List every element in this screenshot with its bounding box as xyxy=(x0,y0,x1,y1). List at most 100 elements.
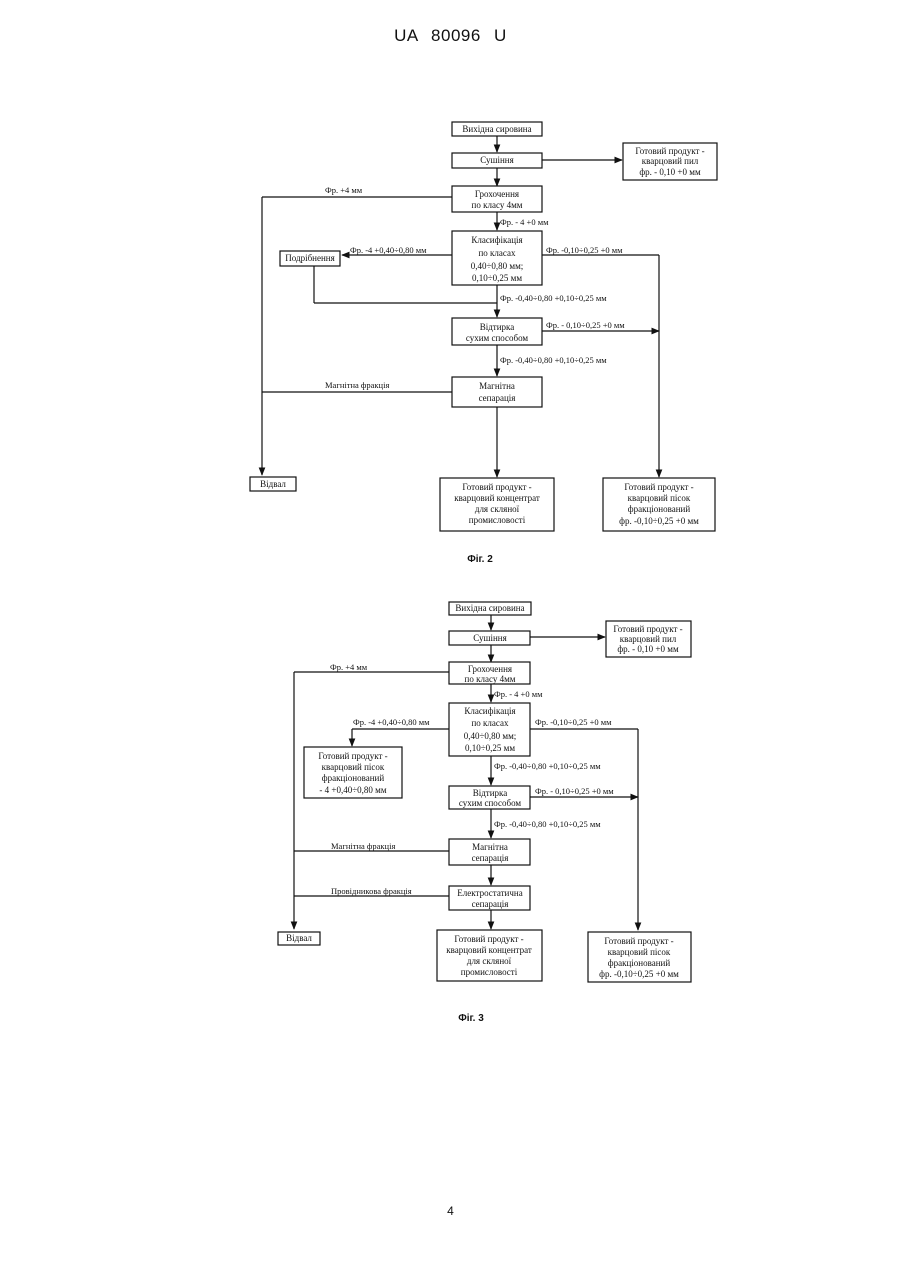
node-dust-line-1: Готовий продукт - xyxy=(635,146,704,156)
f3-node-classification-line-1: Класифікація xyxy=(464,706,515,716)
node-classification: Класифікація по класах 0,40÷0,80 мм; 0,1… xyxy=(452,231,542,285)
f3-node-electrostatic-separation: Електростатична сепарація xyxy=(449,886,530,910)
f3-label-mid-1: Фр. -0,40÷0,80 +0,10÷0,25 мм xyxy=(494,761,601,771)
f3-label-coarse: Фр. -4 +0,40÷0,80 мм xyxy=(353,717,430,727)
f3-label-mid-2: Фр. -0,40÷0,80 +0,10÷0,25 мм xyxy=(494,819,601,829)
f3-node-classification: Класифікація по класах 0,40÷0,80 мм; 0,1… xyxy=(449,703,530,756)
f3-label-fine-2: Фр. - 0,10÷0,25 +0 мм xyxy=(535,786,614,796)
f3-node-dust-line-2: кварцовий пил xyxy=(620,634,677,644)
node-raw-material: Вихідна сировина xyxy=(452,122,542,136)
node-screening-line-2: по класу 4мм xyxy=(472,200,523,210)
f3-node-coarse-line-4: - 4 +0,40÷0,80 мм xyxy=(319,785,386,795)
label-fine-2: Фр. - 0,10÷0,25 +0 мм xyxy=(546,320,625,330)
node-drying: Сушіння xyxy=(452,153,542,168)
node-drying-label: Сушіння xyxy=(480,155,513,165)
f3-node-sand-line-3: фракціонований xyxy=(608,958,671,968)
f3-node-scrubbing-line-1: Відтирка xyxy=(473,788,508,798)
f3-node-screening-line-1: Грохочення xyxy=(468,664,512,674)
node-classification-line-2: по класах xyxy=(478,248,516,258)
f3-node-concentrate-line-1: Готовий продукт - xyxy=(454,934,523,944)
f3-node-dump: Відвал xyxy=(278,932,320,945)
f3-node-coarse-sand-product: Готовий продукт - кварцовий пісок фракці… xyxy=(304,747,402,798)
node-sand-line-1: Готовий продукт - xyxy=(624,482,693,492)
node-concentrate-line-1: Готовий продукт - xyxy=(462,482,531,492)
f3-node-screening-line-2: по класу 4мм xyxy=(465,674,516,684)
page-number: 4 xyxy=(0,1204,901,1218)
f3-node-dust-line-3: фр. - 0,10 +0 мм xyxy=(617,644,679,654)
label-plus4: Фр. +4 мм xyxy=(325,185,363,195)
f3-node-raw-label: Вихідна сировина xyxy=(455,603,524,613)
node-screening: Грохочення по класу 4мм xyxy=(452,186,542,212)
f3-label-minus4: Фр. - 4 +0 мм xyxy=(494,689,543,699)
node-sand-line-3: фракціонований xyxy=(628,504,691,514)
node-sand-line-2: кварцовий пісок xyxy=(628,493,691,503)
node-dust-product: Готовий продукт - кварцовий пил фр. - 0,… xyxy=(623,143,717,180)
f3-label-plus4: Фр. +4 мм xyxy=(330,662,368,672)
node-scrubbing-line-1: Відтирка xyxy=(480,322,515,332)
f3-node-dust-product: Готовий продукт - кварцовий пил фр. - 0,… xyxy=(606,621,691,657)
node-raw-material-label: Вихідна сировина xyxy=(462,124,531,134)
f3-node-electrostatic-line-2: сепарація xyxy=(472,899,509,909)
node-fractionated-sand: Готовий продукт - кварцовий пісок фракці… xyxy=(603,478,715,531)
node-dust-line-3: фр. - 0,10 +0 мм xyxy=(639,167,701,177)
f3-node-concentrate-line-3: для скляної xyxy=(467,956,512,966)
f3-node-classification-line-3: 0,40÷0,80 мм; xyxy=(464,731,517,741)
f3-label-magnetic-fraction: Магнітна фракція xyxy=(331,841,395,851)
node-magnetic-line-1: Магнітна xyxy=(479,381,515,391)
f3-node-dust-line-1: Готовий продукт - xyxy=(613,624,682,634)
figure-2: Вихідна сировина Сушіння Готовий продукт… xyxy=(250,122,717,565)
figure-3-caption: Фіг. 3 xyxy=(458,1013,484,1024)
label-to-crushing: Фр. -4 +0,40÷0,80 мм xyxy=(350,245,427,255)
f3-node-drying: Сушіння xyxy=(449,631,530,645)
node-classification-line-3: 0,40÷0,80 мм; xyxy=(471,261,524,271)
label-magnetic-fraction: Магнітна фракція xyxy=(325,380,389,390)
node-concentrate-line-3: для скляної xyxy=(475,504,520,514)
f3-node-magnetic-separation: Магнітна сепарація xyxy=(449,839,530,865)
f3-node-concentrate-line-4: промисловості xyxy=(461,967,518,977)
f3-node-sand-line-4: фр. -0,10÷0,25 +0 мм xyxy=(599,969,679,979)
node-crushing: Подрібнення xyxy=(280,251,340,266)
f3-node-coarse-line-3: фракціонований xyxy=(322,773,385,783)
node-magnetic-separation: Магнітна сепарація xyxy=(452,377,542,407)
f3-node-electrostatic-line-1: Електростатична xyxy=(457,888,522,898)
f3-node-scrubbing: Відтирка сухим способом xyxy=(449,786,530,809)
f3-node-classification-line-4: 0,10÷0,25 мм xyxy=(465,743,515,753)
f3-node-classification-line-2: по класах xyxy=(471,718,509,728)
figure-3: Вихідна сировина Сушіння Готовий продукт… xyxy=(278,602,691,1024)
node-crushing-label: Подрібнення xyxy=(285,253,334,263)
node-concentrate-product: Готовий продукт - кварцовий концентрат д… xyxy=(440,478,554,531)
label-minus4: Фр. - 4 +0 мм xyxy=(500,217,549,227)
f3-label-conductive-fraction: Провідникова фракція xyxy=(331,886,412,896)
f3-node-sand-line-2: кварцовий пісок xyxy=(608,947,671,957)
node-sand-line-4: фр. -0,10÷0,25 +0 мм xyxy=(619,516,699,526)
f3-node-concentrate-line-2: кварцовий концентрат xyxy=(446,945,532,955)
f3-node-dump-label: Відвал xyxy=(286,933,312,943)
node-scrubbing-line-2: сухим способом xyxy=(466,333,529,343)
f3-node-fractionated-sand: Готовий продукт - кварцовий пісок фракці… xyxy=(588,932,691,982)
node-dust-line-2: кварцовий пил xyxy=(642,156,699,166)
f3-node-coarse-line-1: Готовий продукт - xyxy=(318,751,387,761)
f3-label-fine-1: Фр. -0,10÷0,25 +0 мм xyxy=(535,717,612,727)
f3-node-screening: Грохочення по класу 4мм xyxy=(449,662,530,684)
node-dump-label: Відвал xyxy=(260,479,286,489)
figure-2-caption: Фіг. 2 xyxy=(467,554,493,565)
node-classification-line-4: 0,10÷0,25 мм xyxy=(472,273,522,283)
node-screening-line-1: Грохочення xyxy=(475,189,519,199)
f3-node-scrubbing-line-2: сухим способом xyxy=(459,798,522,808)
f3-node-raw-material: Вихідна сировина xyxy=(449,602,531,615)
label-mid-2: Фр. -0,40÷0,80 +0,10÷0,25 мм xyxy=(500,355,607,365)
node-concentrate-line-2: кварцовий концентрат xyxy=(454,493,540,503)
node-scrubbing: Відтирка сухим способом xyxy=(452,318,542,345)
f3-node-drying-label: Сушіння xyxy=(473,633,506,643)
node-concentrate-line-4: промисловості xyxy=(469,515,526,525)
node-classification-line-1: Класифікація xyxy=(471,235,522,245)
f3-node-coarse-line-2: кварцовий пісок xyxy=(322,762,385,772)
node-magnetic-line-2: сепарація xyxy=(479,393,516,403)
label-fine-1: Фр. -0,10÷0,25 +0 мм xyxy=(546,245,623,255)
f3-node-concentrate-product: Готовий продукт - кварцовий концентрат д… xyxy=(437,930,542,981)
node-dump: Відвал xyxy=(250,477,296,491)
label-mid-1: Фр. -0,40÷0,80 +0,10÷0,25 мм xyxy=(500,293,607,303)
f3-node-magnetic-line-2: сепарація xyxy=(472,853,509,863)
f3-node-sand-line-1: Готовий продукт - xyxy=(604,936,673,946)
